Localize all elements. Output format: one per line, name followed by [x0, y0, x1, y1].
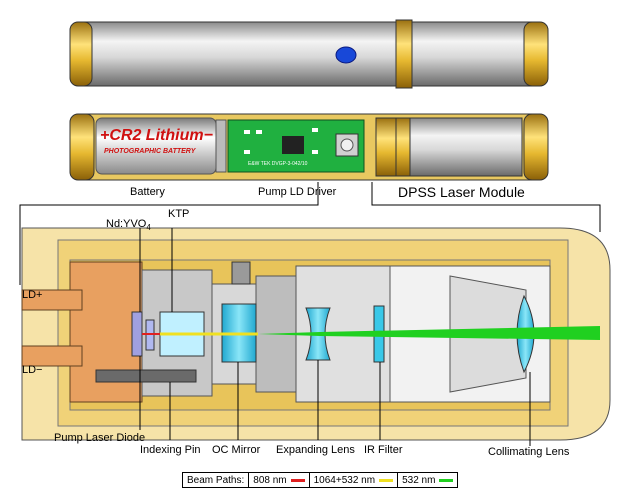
- module-bracket-line: [19, 182, 319, 285]
- legend-label-808: 808 nm: [253, 474, 287, 486]
- battery-type-text: PHOTOGRAPHIC BATTERY: [104, 148, 196, 155]
- leader-lines: [139, 228, 531, 446]
- pcb-silkscreen: E&W TEK DVGP-3-042/10: [248, 161, 308, 167]
- indexing-pin: [95, 369, 197, 383]
- label-battery: Battery: [130, 186, 165, 198]
- callout-lines: [19, 182, 601, 285]
- label-driver: Pump LD Driver: [258, 186, 337, 198]
- right-end-cap: [523, 21, 549, 87]
- legend-swatch-808: [290, 478, 305, 482]
- label-ndyvo4-text: Nd:YVO: [106, 218, 147, 230]
- legend-swatch-532: [439, 478, 454, 482]
- beam-532nm: [258, 326, 600, 340]
- set-screw-icon: [231, 261, 251, 285]
- legend-divider: [397, 473, 399, 487]
- legend-item-532: 532 nm: [398, 475, 457, 486]
- pump-laser-diode: [131, 311, 143, 357]
- assembled-laser: [69, 19, 549, 89]
- opened-laser: [69, 113, 549, 181]
- label-ndyvo4: Nd:YVO4: [106, 218, 151, 232]
- legend-label-1064: 1064+532 nm: [313, 474, 376, 486]
- middle-ring: [395, 19, 413, 89]
- legend-item-1064: 1064+532 nm: [310, 475, 397, 486]
- label-module: DPSS Laser Module: [398, 184, 525, 200]
- smd-component: [244, 150, 250, 154]
- battery-brand-text: +CR2 Lithium−: [100, 127, 213, 144]
- left-end-cap: [69, 21, 93, 87]
- label-ktp: KTP: [168, 208, 190, 220]
- legend-swatch-1064: [379, 478, 394, 482]
- legend-title: Beam Paths:: [187, 474, 245, 486]
- ld-minus-lead: [21, 345, 83, 367]
- label-indexing-pin: Indexing Pin: [140, 444, 201, 456]
- power-button-icon: [335, 46, 357, 64]
- legend-label-532: 532 nm: [402, 474, 436, 486]
- open-right-cap: [523, 113, 549, 181]
- cross-section: [21, 227, 611, 441]
- smd-component: [244, 130, 250, 134]
- label-ir-filter: IR Filter: [364, 444, 403, 456]
- label-ld-minus: LD−: [22, 364, 43, 376]
- label-oc-mirror: OC Mirror: [212, 444, 261, 456]
- label-pump-diode: Pump Laser Diode: [54, 432, 146, 444]
- laser-body-tube: [69, 21, 547, 87]
- legend-divider: [308, 473, 310, 487]
- label-ndyvo4-sub: 4: [146, 223, 151, 233]
- label-expanding-lens: Expanding Lens: [276, 444, 355, 456]
- ld-plus-lead: [21, 289, 83, 311]
- legend-divider: [248, 473, 250, 487]
- module-bracket-line-right: [371, 182, 601, 232]
- module-ring: [395, 117, 411, 177]
- label-collimating-lens: Collimating Lens: [488, 446, 570, 458]
- dpss-module-can: [409, 117, 523, 177]
- battery-spring: [215, 119, 227, 173]
- beam-paths-legend: Beam Paths: 808 nm 1064+532 nm 532 nm: [182, 472, 459, 488]
- smd-component: [312, 150, 318, 154]
- label-ld-plus: LD+: [22, 289, 43, 301]
- legend-item-808: 808 nm: [249, 475, 308, 486]
- switch-knob: [340, 138, 354, 152]
- smd-component: [312, 128, 318, 132]
- smd-component: [256, 130, 262, 134]
- module-rear-ring: [375, 117, 397, 177]
- driver-chip: [282, 136, 304, 154]
- open-left-cap: [69, 113, 95, 181]
